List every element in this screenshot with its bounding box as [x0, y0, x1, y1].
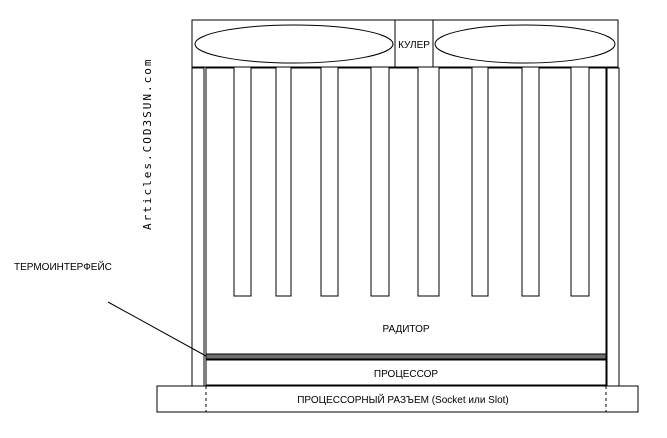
socket: ПРОЦЕССОРНЫЙ РАЗЪЕМ (Socket или Slot): [156, 385, 639, 413]
fan-blade-right: [434, 24, 616, 64]
watermark-text: Articles.COD3SUN.com: [141, 58, 154, 230]
thermal-interface-leader: [107, 301, 207, 357]
radiator: РАДИТОР: [205, 67, 607, 355]
socket-label: ПРОЦЕССОРНЫЙ РАЗЪЕМ (Socket или Slot): [297, 393, 509, 406]
mount-post-right: [606, 67, 620, 387]
radiator-label: РАДИТОР: [382, 324, 429, 335]
socket-body: [156, 385, 639, 413]
processor: ПРОЦЕССОР: [205, 359, 607, 386]
processor-label: ПРОЦЕССОР: [374, 369, 438, 380]
mount-post-left: [191, 67, 205, 387]
fan-blade-left: [194, 24, 394, 64]
thermal-interface-label: ТЕРМОИНТЕРФЕЙС: [14, 260, 112, 273]
thermal-interface-layer: [205, 353, 607, 360]
cooler-label: КУЛЕР: [398, 40, 430, 51]
cooler: КУЛЕР: [191, 19, 619, 68]
radiator-outline: [205, 67, 607, 355]
processor-body: [205, 359, 607, 386]
